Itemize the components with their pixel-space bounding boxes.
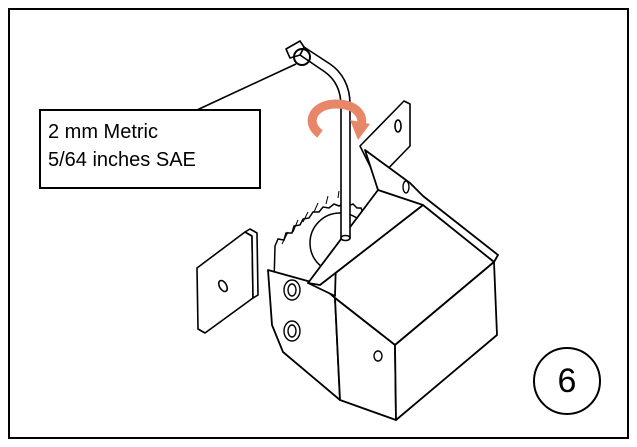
step-circle [533,347,601,415]
callout-metric-size: 2 mm Metric [48,121,158,143]
housing-holes [283,180,410,362]
hex-key [285,40,351,242]
bracket-hole-right [394,119,402,133]
callout-leader [196,63,297,111]
step-number: 6 [557,362,577,400]
bracket-hole-left [217,279,229,293]
rotation-arrow-icon [307,99,370,140]
callout-box [39,109,261,189]
callout-marker [293,48,311,66]
motor-housing [267,149,499,421]
callout-sae-size: 5/64 inches SAE [48,149,196,171]
left-bracket [196,228,259,334]
outer-border [8,8,629,439]
